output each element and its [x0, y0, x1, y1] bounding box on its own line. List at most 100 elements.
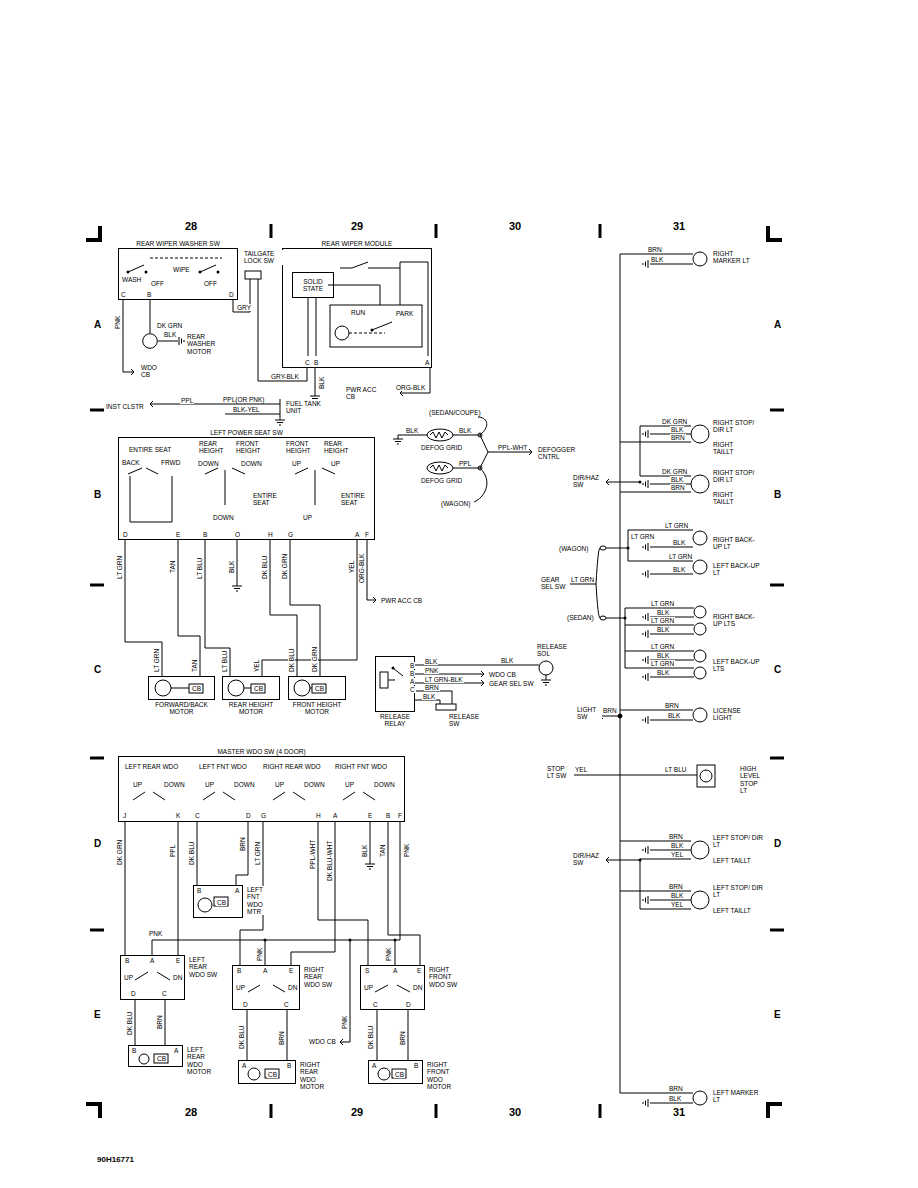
wire-color: YEL: [253, 659, 260, 673]
wire-connector: [197, 822, 198, 885]
wire-line: [123, 252, 715, 1107]
part-label: LEFT TAILLT: [712, 907, 754, 914]
wire-color: BRN: [399, 1030, 406, 1046]
part-label: PPL: [458, 460, 472, 467]
part-label: RIGHT MARKER LT: [712, 250, 760, 265]
pin-letter: D: [405, 1001, 412, 1008]
wire-color: PNK: [341, 1015, 348, 1030]
part-label: DEFOG GRID: [420, 444, 463, 451]
pin-letter: B: [385, 812, 391, 819]
wire-line: [643, 613, 648, 621]
wire-line: [693, 1091, 707, 1105]
pin-letter: C: [283, 1001, 290, 1008]
wire-line: [620, 476, 691, 492]
part-label: BLK: [668, 1095, 682, 1102]
part-label: CB: [216, 899, 227, 906]
part-label: UP: [302, 514, 313, 521]
wire-line: [697, 765, 715, 787]
part-label: UP: [123, 974, 134, 981]
component-box: SOLID STATE: [292, 272, 334, 298]
part-label: FUEL TANK UNIT: [285, 400, 327, 415]
wire-color: PPL: [169, 844, 176, 858]
wire-line: [620, 254, 621, 1093]
wire-line: [251, 684, 265, 693]
pin-letter: B: [196, 887, 202, 894]
frame-mark: [271, 224, 600, 1118]
part-label: CB: [156, 1055, 167, 1062]
wire-color: PPL-WHT: [309, 839, 316, 870]
wire-line: [694, 623, 706, 635]
pin-letter: B: [409, 662, 415, 669]
part-label: LT GRN: [650, 660, 675, 667]
junction-dot: [217, 271, 220, 274]
wire-line: [427, 429, 453, 441]
pin-letter: F: [397, 812, 403, 819]
part-label: DN: [172, 974, 183, 981]
part-label: BRN: [670, 434, 686, 441]
component-name: FRONT HEIGHT MOTOR: [289, 701, 345, 716]
part-label: PPL(OR PNK): [222, 396, 266, 403]
pin-letter: E: [175, 531, 181, 538]
wire-line: [620, 1093, 693, 1103]
wire-line: [620, 254, 693, 264]
pin-letter: A: [234, 887, 240, 894]
part-label: BRN: [647, 246, 663, 253]
motor-outline: [143, 334, 158, 349]
pin-letter: B: [409, 670, 415, 677]
part-label: PARK: [395, 310, 414, 317]
wire-color: DK GRN: [311, 646, 318, 673]
part-label: RIGHT REAR WDO: [262, 763, 322, 770]
part-label: REAR HEIGHT: [198, 440, 230, 455]
grid-reference: 29: [350, 1106, 364, 1118]
part-label: LEFT STOP/ DIR LT: [712, 884, 766, 899]
part-label: ORG-BLK: [395, 384, 426, 391]
grid-reference: A: [93, 319, 102, 330]
part-label: BRN: [668, 1085, 684, 1092]
wire-line: [568, 548, 600, 618]
part-label: OFF: [203, 280, 218, 287]
part-label: UP: [204, 781, 215, 788]
wire-connector: [247, 1010, 248, 1060]
part-label: CB: [267, 1071, 278, 1078]
part-label: DEFOGGER CNTRL: [537, 446, 579, 461]
component-box: FORWARD/BACK MOTOR: [148, 676, 215, 700]
component-name: RIGHT FRONT WDO SW: [428, 966, 466, 988]
part-label: UP: [363, 984, 374, 991]
wire-line: [643, 673, 648, 681]
component-box: REAR WIPER MODULESOLID STATE: [282, 248, 432, 368]
grid-reference: 31: [672, 1106, 686, 1118]
junction-dot: [392, 667, 395, 670]
component-name: FORWARD/BACK MOTOR: [149, 701, 214, 716]
grid-reference: 30: [508, 1106, 522, 1118]
wire-line: [178, 822, 179, 955]
part-label: LEFT BACK-UP LT: [712, 562, 762, 577]
wire-line: [643, 480, 648, 488]
part-label: (WAGON): [440, 500, 471, 507]
part-label: WIPE: [172, 266, 191, 273]
pin-letter: C: [372, 1001, 379, 1008]
part-label: ENTIRE SEAT: [340, 492, 372, 507]
part-label: BLK: [656, 652, 670, 659]
wire-line: [606, 608, 694, 677]
part-label: GRY: [236, 304, 252, 311]
part-label: LT GRN: [664, 522, 689, 529]
part-label: BLK: [424, 658, 438, 665]
wire-line: [154, 1054, 168, 1063]
wire-color: LT GRN: [153, 648, 160, 673]
wire-line: [135, 972, 170, 980]
wire-color: DK BLU: [367, 1025, 374, 1050]
pin-letter: O: [234, 531, 241, 538]
part-label: DOWN: [212, 514, 235, 521]
part-label: UP: [330, 460, 341, 467]
wire-line: [179, 337, 184, 345]
wire-connector: [125, 540, 162, 676]
pin-letter: C: [120, 291, 127, 298]
wire-color: PNK: [256, 947, 263, 962]
part-label: BLK: [500, 657, 514, 664]
wire-connector: [125, 822, 126, 955]
wire-line: [546, 675, 547, 680]
wire-line: [541, 680, 551, 685]
wire-line: [691, 891, 709, 909]
wire-line: [400, 368, 430, 396]
grid-reference: 31: [672, 220, 686, 232]
